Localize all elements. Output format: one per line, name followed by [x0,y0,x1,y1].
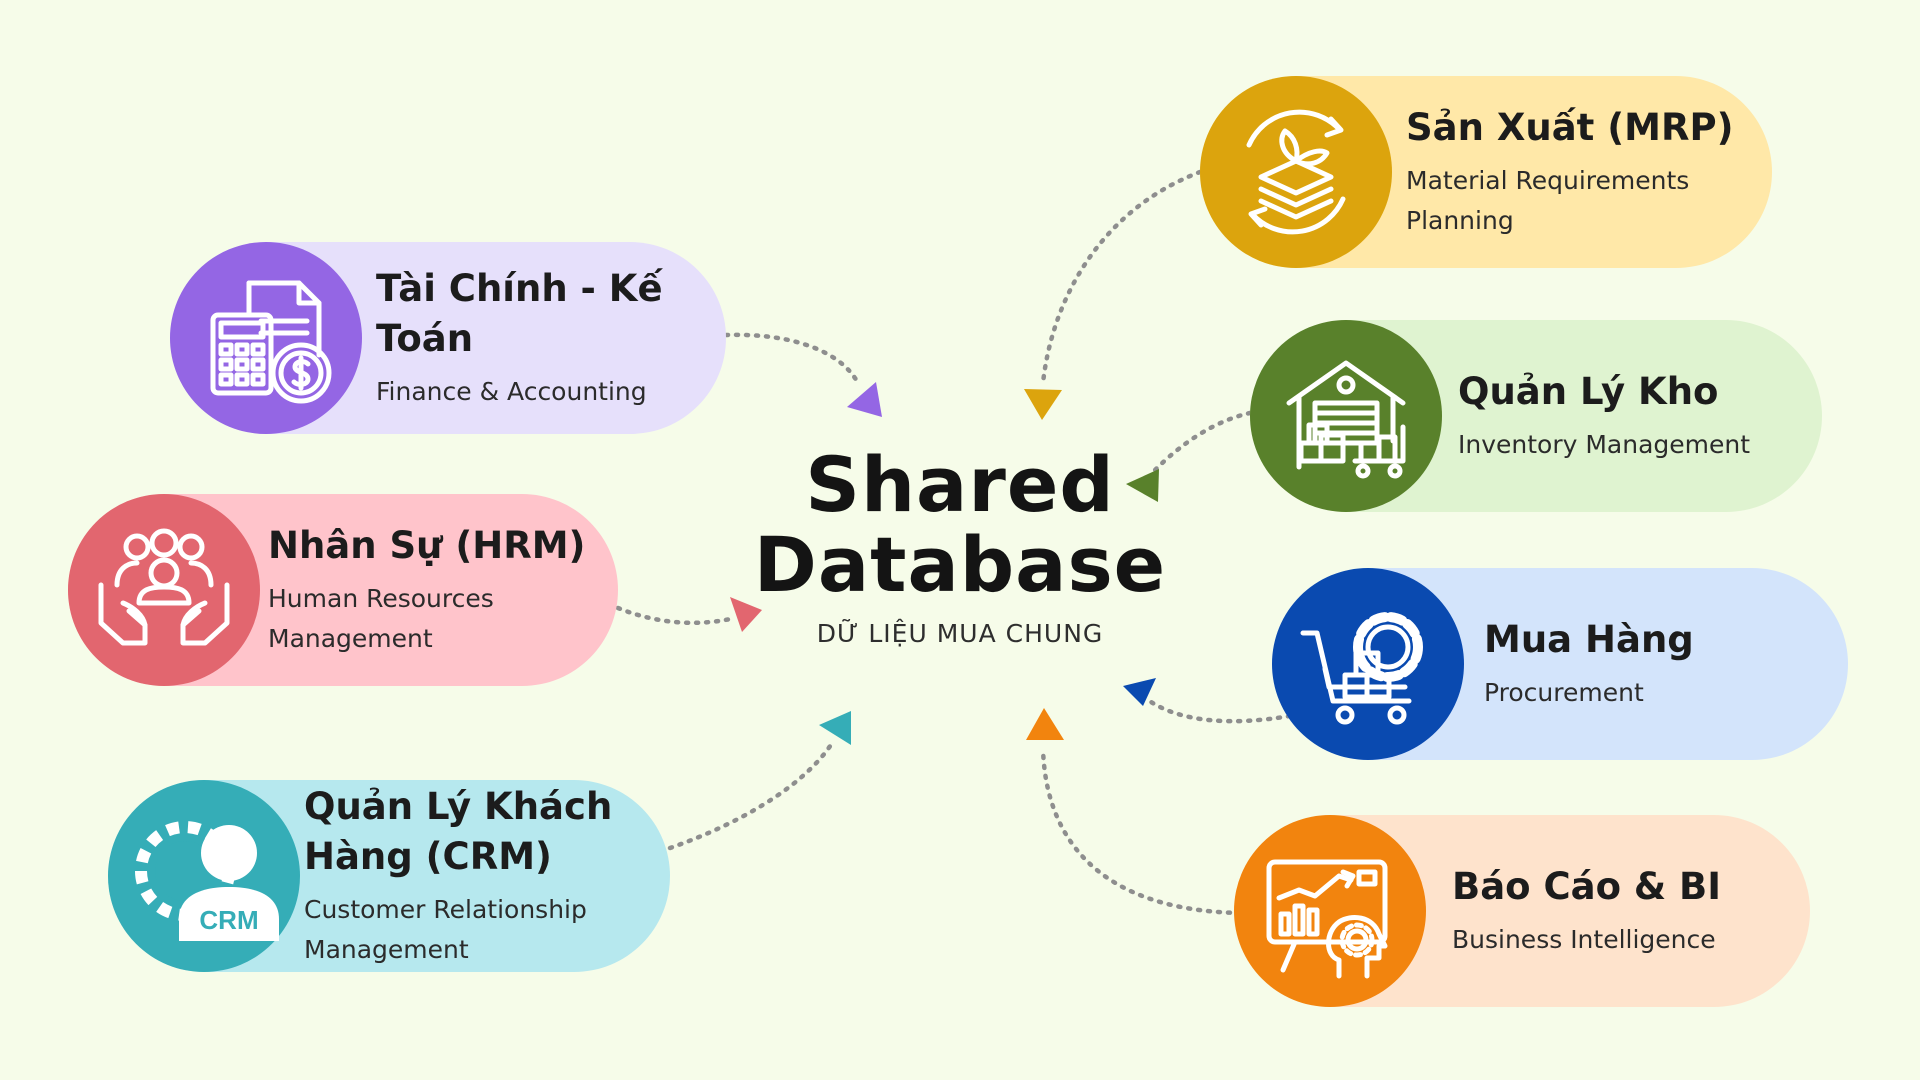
procurement-subtitle: Procurement [1484,678,1644,707]
mrp-subtitle: Material Requirements Planning [1406,166,1690,235]
mrp-title: Sản Xuất (MRP) [1406,106,1734,149]
module-bi: Báo Cáo & BI Business Intelligence [1234,815,1810,1007]
module-hrm: Nhân Sự (HRM) Human Resources Management [68,494,618,686]
arrowhead-bi [1026,708,1064,740]
finance-title: Tài Chính - Kế Toán [376,267,663,360]
arrowhead-mrp [1024,389,1062,420]
module-crm: CRM Quản Lý Khách Hàng (CRM) Customer Re… [108,780,670,972]
connector-hrm [615,605,738,626]
bi-title: Báo Cáo & BI [1452,865,1722,908]
cart-gear-icon [1300,612,1423,725]
connector-bi [1040,745,1243,916]
finance-subtitle: Finance & Accounting [376,377,647,406]
crm-badge: CRM [108,780,300,972]
arrowhead-finance [847,382,882,417]
crm-title: Quản Lý Khách Hàng (CRM) [304,785,613,878]
crm-badge-text: CRM [199,905,258,935]
warehouse-icon [1286,360,1406,479]
bi-badge [1234,815,1426,1007]
arrowhead-procurement [1123,678,1156,706]
inventory-badge [1250,320,1442,512]
hrm-title: Nhân Sự (HRM) [268,524,586,567]
module-mrp: Sản Xuất (MRP) Material Requirements Pla… [1200,76,1772,268]
connector-procurement [1145,697,1293,724]
inventory-title: Quản Lý Kho [1458,370,1719,413]
connector-finance [723,332,861,386]
mrp-badge [1200,76,1392,268]
hrm-badge [68,494,260,686]
connector-mrp [1040,169,1203,386]
crm-subtitle: Customer Relationship Management [304,895,587,964]
center-hub: Shared Database DỮ LIỆU MUA CHUNG [740,440,1180,649]
center-title: Shared Database [753,440,1167,609]
inventory-subtitle: Inventory Management [1458,430,1751,459]
people-hands-icon [98,528,230,646]
bi-subtitle: Business Intelligence [1452,925,1716,954]
layers-leaf-cycle-icon [1246,109,1346,235]
connector-crm [667,737,837,851]
procurement-badge [1272,568,1464,760]
hrm-subtitle: Human Resources Management [268,584,494,653]
crm-person-gear-icon: CRM [135,821,279,941]
module-inventory: Quản Lý Kho Inventory Management [1250,320,1822,512]
finance-badge [170,242,362,434]
calculator-invoice-coin-icon [210,280,332,404]
center-subtitle: DỮ LIỆU MUA CHUNG [816,619,1104,648]
module-procurement: Mua Hàng Procurement [1272,568,1848,760]
procurement-title: Mua Hàng [1484,618,1694,661]
module-finance: Tài Chính - Kế Toán Finance & Accounting [170,242,726,434]
arrowhead-crm [819,711,851,745]
report-analytics-icon [1266,859,1388,979]
